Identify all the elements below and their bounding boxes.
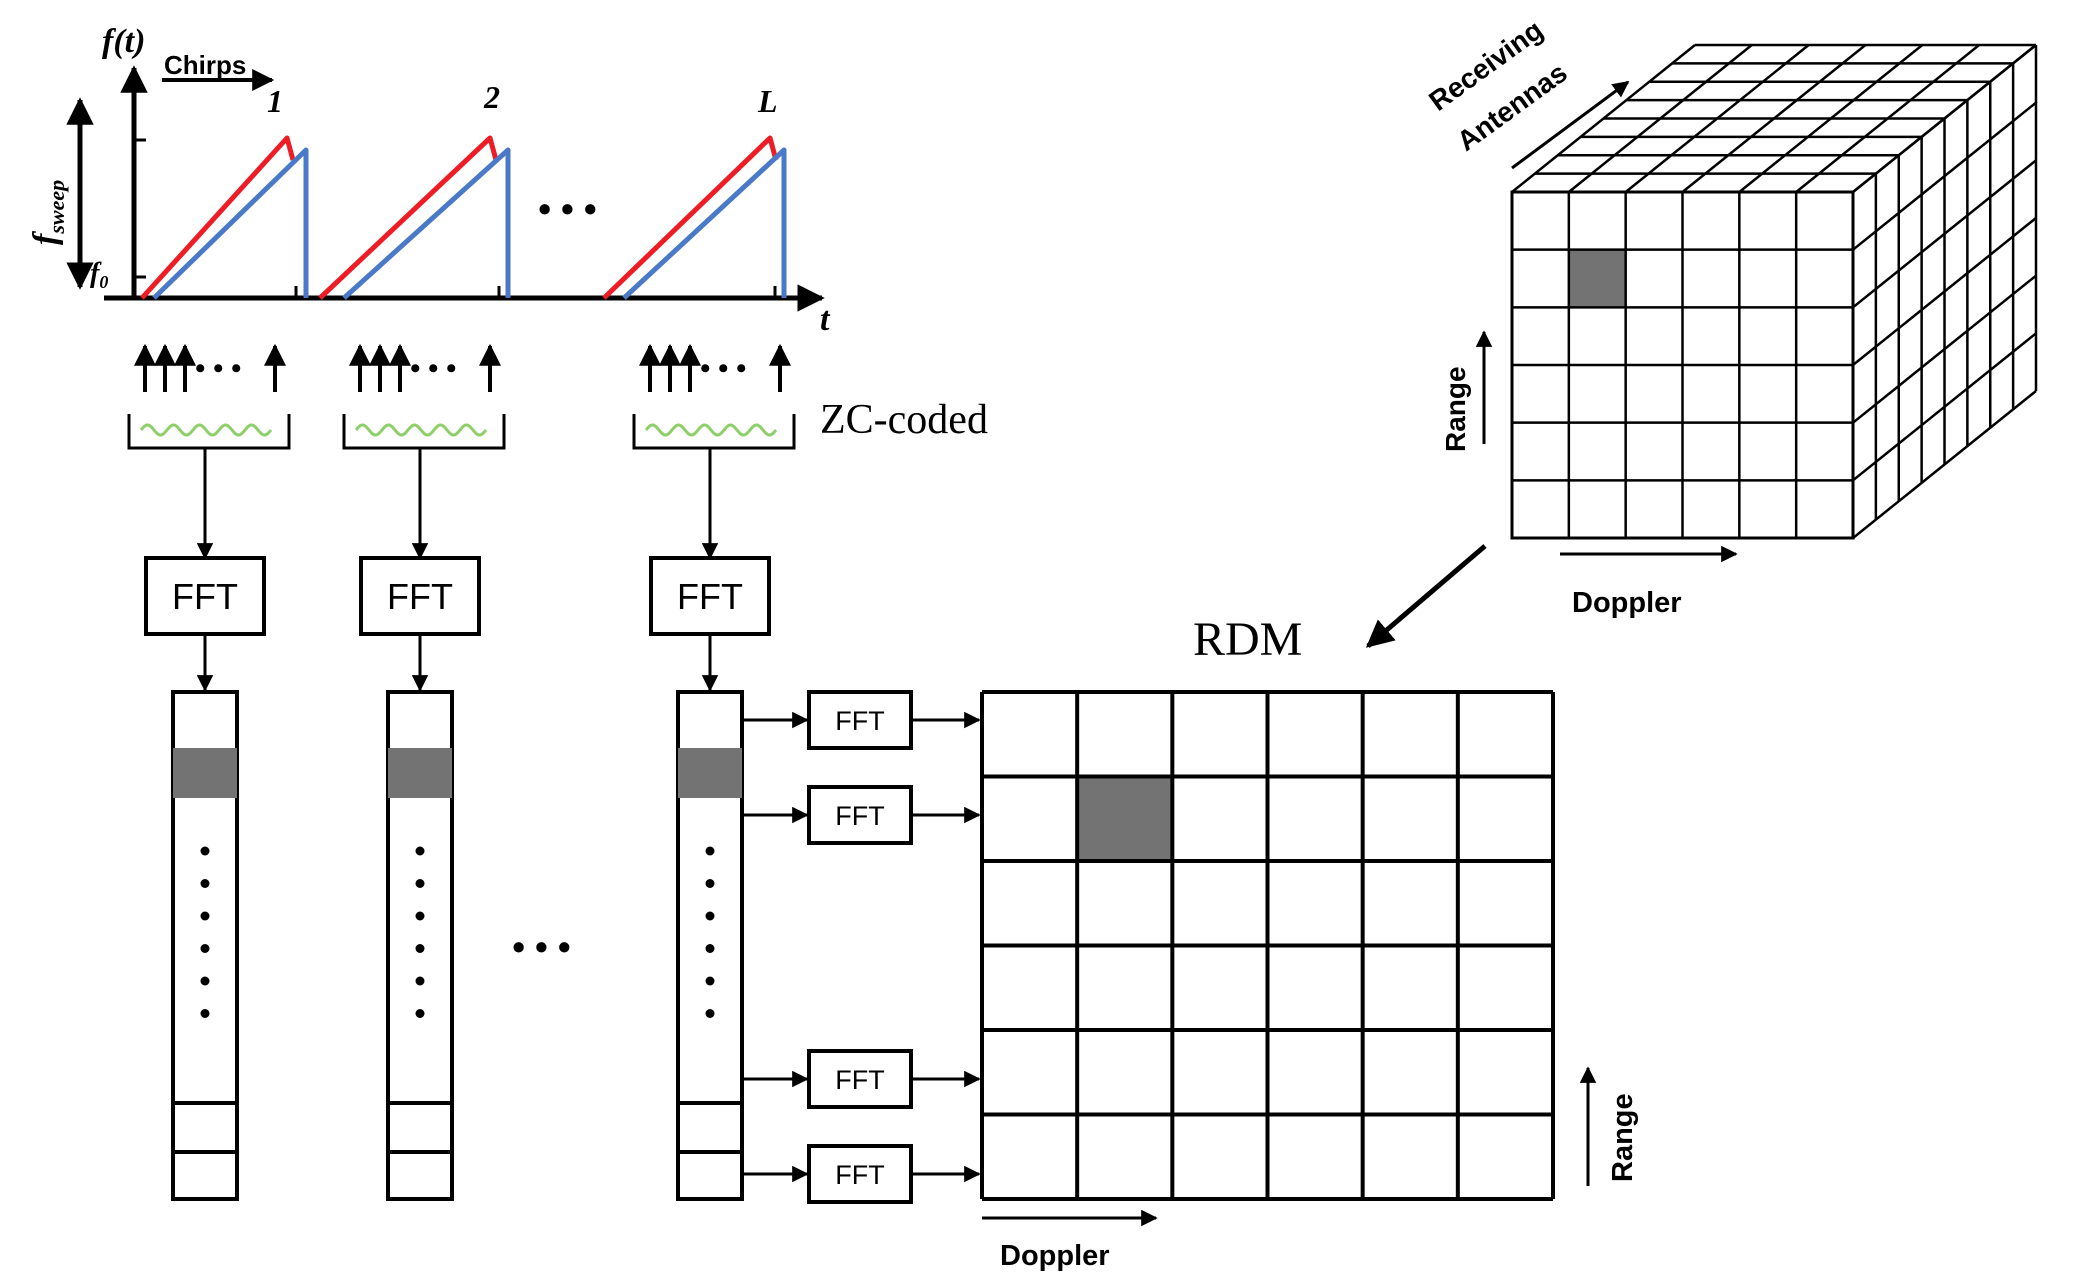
zc-wave xyxy=(139,423,273,437)
doppler-fft-box xyxy=(807,1144,913,1204)
highlighted-range-bin xyxy=(388,748,452,798)
rdm-grid xyxy=(980,690,1555,1201)
bin-dot xyxy=(200,944,210,953)
chirp-label-1: 1 xyxy=(267,83,283,119)
bin-dot xyxy=(200,976,210,986)
tx-chirp-L xyxy=(602,135,779,300)
fft-label: FFT xyxy=(172,576,238,617)
rdm-highlight-cell xyxy=(1077,776,1173,861)
doppler-fft-label: FFT xyxy=(835,801,884,831)
fft-label: FFT xyxy=(387,576,453,617)
chirp-L: L xyxy=(602,83,787,300)
zc-coded-label: ZC-coded xyxy=(820,397,988,443)
doppler-fft-box xyxy=(807,785,913,845)
highlighted-range-bin xyxy=(678,748,742,798)
rdm-doppler-label: Doppler xyxy=(1000,1240,1110,1272)
zc-wave xyxy=(644,423,778,437)
bin-dot xyxy=(705,879,715,888)
chirp-label-L: L xyxy=(757,83,778,119)
fft-box xyxy=(359,556,481,636)
sample-ellipsis: • • • xyxy=(195,352,242,385)
fft-label: FFT xyxy=(677,576,743,617)
bin-dot xyxy=(415,879,425,888)
bin-dot xyxy=(415,846,425,856)
bin-dot xyxy=(705,944,715,953)
cube-doppler-label: Doppler xyxy=(1572,587,1682,619)
fft-box xyxy=(649,556,771,636)
doppler-fft-stage: FFT FFT FFT FFT xyxy=(742,690,981,1204)
zc-bracket xyxy=(127,414,291,450)
zc-wave xyxy=(354,423,488,437)
cube-highlight-cell xyxy=(1568,249,1626,308)
doppler-fft-box xyxy=(807,690,913,750)
bin-dot xyxy=(415,944,425,953)
cube-to-rdm-arrow xyxy=(1365,544,1487,648)
x-axis-label: t xyxy=(820,301,831,338)
bin-dot xyxy=(200,846,210,856)
highlighted-range-bin xyxy=(173,748,237,798)
antennas-arrow xyxy=(1511,80,1630,170)
column-1: • • • FFT xyxy=(127,343,291,1201)
bin-dot xyxy=(705,976,715,986)
bin-dot xyxy=(705,846,715,856)
columns-ellipsis: • • • xyxy=(512,927,571,969)
bin-dot xyxy=(415,1009,425,1018)
sample-ellipsis: • • • xyxy=(700,352,747,385)
bin-dot xyxy=(705,911,715,921)
sweep-label: fsweep xyxy=(27,180,69,245)
column-3: • • • FFT xyxy=(632,343,796,1201)
zc-bracket xyxy=(342,414,506,450)
bin-dot xyxy=(200,879,210,888)
doppler-fft-label: FFT xyxy=(835,1160,884,1190)
chirp-plot: f(t) t fsweep f0 Chirps 1 2 • • • L xyxy=(27,23,831,338)
rx-chirp-1 xyxy=(152,147,309,300)
chirp-ellipsis: • • • xyxy=(538,189,597,231)
f0-label: f0 xyxy=(90,258,108,292)
tx-chirp-1 xyxy=(140,135,296,300)
cube-range-label: Range xyxy=(1440,366,1471,452)
bin-dot xyxy=(200,1009,210,1018)
bin-dot xyxy=(200,911,210,921)
chirp-label-2: 2 xyxy=(483,79,500,115)
bin-dot xyxy=(415,976,425,986)
chirp-2: 2 xyxy=(318,79,511,300)
fft-box xyxy=(144,556,266,636)
rx-chirp-L xyxy=(622,147,787,300)
rdm-title: RDM xyxy=(1193,613,1302,666)
bin-dot xyxy=(415,911,425,921)
tx-chirp-2 xyxy=(318,135,499,300)
range-fft-columns: • • • FFT • • • FFT • • • FFT xyxy=(127,343,796,1201)
bin-dot xyxy=(705,1009,715,1018)
chirps-label: Chirps xyxy=(164,50,246,80)
y-axis-label: f(t) xyxy=(102,23,145,60)
zc-bracket xyxy=(632,414,796,450)
column-2: • • • FFT xyxy=(342,343,506,1201)
chirp-1: 1 xyxy=(140,83,309,300)
doppler-fft-label: FFT xyxy=(835,1065,884,1095)
sample-ellipsis: • • • xyxy=(410,352,457,385)
rx-chirp-2 xyxy=(342,147,511,300)
data-cube xyxy=(1510,43,2038,540)
doppler-fft-label: FFT xyxy=(835,706,884,736)
rdm-range-label: Range xyxy=(1607,1093,1639,1182)
